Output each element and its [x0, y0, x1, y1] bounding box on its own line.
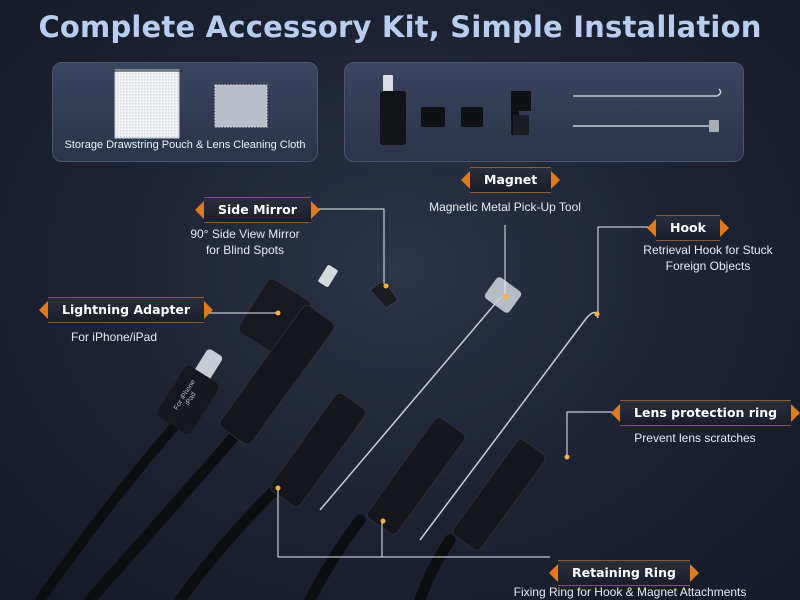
page-title: Complete Accessory Kit, Simple Installat…	[38, 10, 762, 44]
hook-desc-line2: Foreign Objects	[665, 259, 751, 273]
lightning-adapter-tag: Lightning Adapter	[38, 297, 214, 323]
accessories-image	[380, 75, 722, 145]
cleaning-cloth-image	[214, 84, 268, 128]
pouch-cloth-panel: Storage Drawstring Pouch & Lens Cleaning…	[52, 62, 318, 162]
lens-protection-ring-tag: Lens protection ring	[610, 400, 800, 426]
retaining-ring-desc: Fixing Ring for Hook & Magnet Attachment…	[513, 585, 747, 599]
magnet-desc: Magnetic Metal Pick-Up Tool	[429, 200, 581, 214]
side-mirror-desc-line1: 90° Side View Mirror	[190, 227, 300, 241]
side-mirror-desc-line2: for Blind Spots	[205, 243, 285, 257]
magnet-tag: Magnet	[460, 167, 561, 193]
lens-protection-ring-desc: Prevent lens scratches	[634, 431, 756, 445]
hook-desc: Retrieval Hook for Stuck Foreign Objects	[624, 242, 792, 274]
side-mirror-tag: Side Mirror	[195, 197, 320, 223]
drawstring-pouch-image	[113, 69, 183, 139]
hook-tag: Hook	[647, 215, 729, 241]
pouch-cloth-caption: Storage Drawstring Pouch & Lens Cleaning…	[64, 139, 306, 151]
retaining-ring-tag: Retaining Ring	[549, 560, 699, 586]
side-mirror-desc: 90° Side View Mirror for Blind Spots	[160, 226, 330, 258]
accessories-panel	[344, 62, 744, 162]
hook-desc-line1: Retrieval Hook for Stuck	[643, 243, 773, 257]
lightning-adapter-desc: For iPhone/iPad	[70, 330, 158, 344]
